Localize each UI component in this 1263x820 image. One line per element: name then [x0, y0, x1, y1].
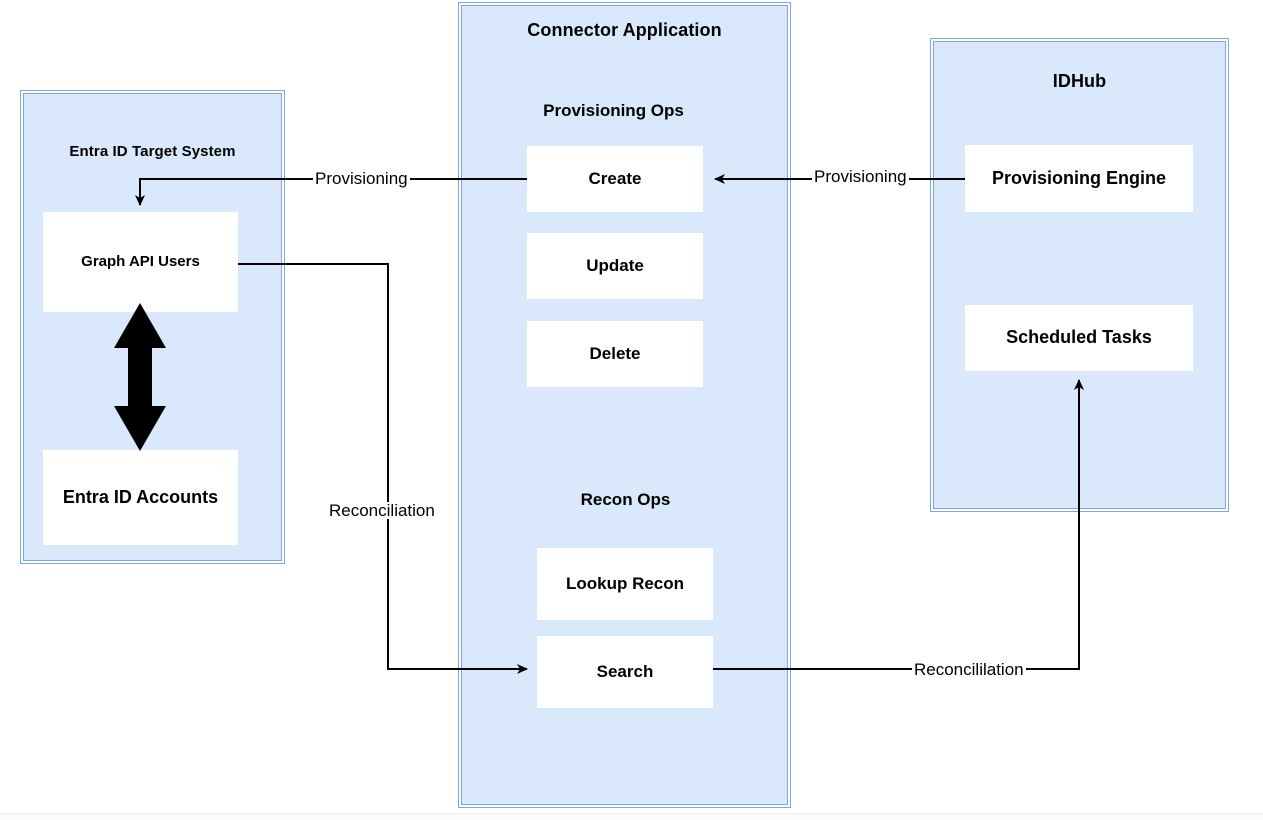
panel-title-idhub: IDHub [1052, 71, 1107, 91]
node-create[interactable]: Create [527, 146, 703, 212]
node-label-update: Update [586, 255, 644, 275]
node-scheduled-tasks[interactable]: Scheduled Tasks [965, 305, 1193, 371]
node-entra-id-accounts[interactable]: Entra ID Accounts [43, 450, 238, 545]
node-label-lookup-recon: Lookup Recon [565, 573, 685, 593]
edge-label-provisioning-right: Provisioning [812, 167, 909, 186]
section-title-provisioning-ops: Provisioning Ops [543, 101, 684, 120]
node-search[interactable]: Search [537, 636, 713, 708]
node-label-create: Create [588, 168, 642, 188]
edge-label-reconcililation-right: Reconcililation [912, 660, 1026, 679]
node-update[interactable]: Update [527, 233, 703, 299]
panel-idhub[interactable]: IDHub [930, 38, 1229, 512]
node-label-delete: Delete [589, 343, 641, 363]
node-provisioning-engine[interactable]: Provisioning Engine [965, 145, 1193, 212]
node-graph-api-users[interactable]: Graph API Users [43, 212, 238, 312]
node-label-provisioning-engine: Provisioning Engine [991, 167, 1166, 188]
node-label-entra-id-accounts: Entra ID Accounts [62, 486, 219, 507]
panel-title-connector-application: Connector Application [527, 20, 722, 40]
edge-label-reconciliation-left: Reconciliation [327, 501, 437, 520]
node-label-graph-api-users: Graph API Users [81, 253, 200, 270]
section-title-recon-ops: Recon Ops [580, 490, 671, 509]
edge-label-provisioning-left: Provisioning [313, 169, 410, 188]
page-bottom-edge [0, 813, 1263, 820]
node-label-scheduled-tasks: Scheduled Tasks [1006, 327, 1152, 348]
node-lookup-recon[interactable]: Lookup Recon [537, 548, 713, 620]
node-delete[interactable]: Delete [527, 321, 703, 387]
node-label-search: Search [596, 661, 654, 681]
panel-title-entra-id-target-system: Entra ID Target System [69, 143, 236, 160]
